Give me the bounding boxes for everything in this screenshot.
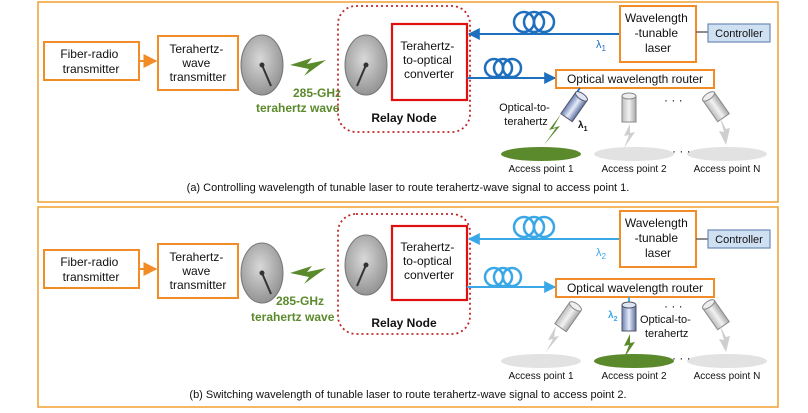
- thz-tx-line2: wave: [181, 56, 210, 70]
- ap1-device-icon: [554, 301, 582, 333]
- thz-to-optical-line3: converter: [404, 67, 454, 81]
- thz-to-optical-converter-box: [390, 224, 469, 302]
- thz-tx-line1: Terahertz-: [169, 42, 223, 56]
- fiber-coil-icon: [512, 10, 556, 34]
- fiber-radio-line2: transmitter: [63, 62, 120, 76]
- thz-wave-bolt-icon: [290, 266, 326, 284]
- router-lambda-label: λ1: [578, 120, 588, 133]
- thz-to-optical-converter-box: [390, 22, 469, 102]
- controller-box: [707, 229, 771, 249]
- laser-line3: laser: [645, 41, 671, 55]
- freq-label: 285-GHz: [276, 294, 324, 308]
- optical-router-label: Optical wavelength router: [567, 72, 703, 86]
- thz-to-optical-line2: to-optical: [403, 53, 452, 67]
- thz-wave-bolt-icon: [290, 58, 326, 76]
- panel-b: Fiber-radio transmitter Terahertz- wave …: [37, 206, 779, 408]
- tunable-laser-label: Wavelength -tunable laser: [625, 11, 691, 55]
- rx-dish-antenna-icon: [344, 234, 388, 296]
- ap-ellipsis: · · ·: [672, 144, 691, 158]
- optical-router-box: [555, 69, 715, 89]
- router-ellipsis: · · ·: [664, 299, 683, 313]
- wave-label: terahertz wave: [256, 101, 340, 115]
- fiber-coil-icon: [512, 215, 556, 239]
- fiber-coil-icon: [483, 266, 523, 288]
- router-ellipsis: · · ·: [664, 93, 683, 107]
- fiber-radio-transmitter-label: Fiber-radio transmitter: [60, 255, 121, 284]
- apN-idle-beam-icon: [719, 118, 730, 145]
- access-point-n-area: [687, 354, 767, 368]
- ap1-idle-beam-icon: [546, 326, 559, 352]
- laser-line2: -tunable: [635, 26, 679, 40]
- opt-to-thz-converter-icon: [621, 301, 637, 332]
- fiber-coil-icon: [483, 57, 523, 79]
- fiber-radio-transmitter-box: [43, 249, 140, 289]
- thz-transmitter-box: [157, 243, 239, 299]
- access-point-n-label: Access point N: [694, 371, 761, 382]
- relay-node-boundary: [337, 5, 471, 133]
- thz-transmitter-label: Terahertz- wave transmitter: [169, 42, 226, 84]
- access-point-n-label: Access point N: [694, 164, 761, 175]
- fiber-radio-transmitter-label: Fiber-radio transmitter: [60, 47, 121, 76]
- thz-transmitter-box: [157, 35, 239, 91]
- controller-box: [707, 23, 771, 43]
- relay-node-boundary: [337, 213, 471, 335]
- access-point-2-label: Access point 2: [601, 371, 666, 382]
- tx-dish-antenna-icon: [240, 34, 284, 96]
- access-point-1-label: Access point 1: [508, 371, 573, 382]
- apN-idle-beam-icon: [719, 326, 730, 352]
- laser-line1: Wavelength: [625, 11, 688, 25]
- optical-router-label: Optical wavelength router: [567, 281, 703, 295]
- ap-ellipsis: · · ·: [672, 351, 691, 365]
- access-point-2-area: [594, 354, 674, 368]
- apN-device-icon: [702, 299, 730, 331]
- thz-to-optical-label: Terahertz- to-optical converter: [400, 39, 457, 81]
- panel-b-border: [37, 206, 779, 408]
- opt-to-thz-label: Optical-to- terahertz: [499, 102, 553, 128]
- access-point-1-label: Access point 1: [508, 164, 573, 175]
- access-point-n-area: [687, 147, 767, 161]
- access-point-2-label: Access point 2: [601, 164, 666, 175]
- tx-dish-antenna-icon: [240, 242, 284, 304]
- optical-router-box: [555, 278, 715, 298]
- access-point-1-area: [501, 354, 581, 368]
- lambda-label: λ2: [596, 247, 607, 261]
- lambda-label: λ1: [596, 39, 607, 53]
- panel-a: Fiber-radio transmitter Terahertz- wave …: [37, 1, 779, 203]
- router-lambda-label: λ2: [608, 310, 618, 323]
- thz-to-optical-label: Terahertz- to-optical converter: [400, 240, 457, 282]
- opt-to-thz-converter-icon: [560, 91, 588, 123]
- ap2-device-icon: [621, 92, 637, 123]
- opt-to-thz-label: Optical-to- terahertz: [640, 314, 694, 340]
- fiber-radio-line1: Fiber-radio: [60, 47, 118, 61]
- fiber-radio-transmitter-box: [43, 41, 140, 81]
- access-point-1-area: [501, 147, 581, 161]
- ap2-idle-beam-icon: [624, 124, 635, 148]
- rx-dish-antenna-icon: [344, 34, 388, 96]
- thz-to-optical-line1: Terahertz-: [400, 39, 454, 53]
- tunable-laser-box: [619, 5, 697, 63]
- ap2-active-beam-icon: [624, 334, 635, 358]
- relay-node-label: Relay Node: [371, 316, 437, 330]
- wave-label: terahertz wave: [251, 310, 335, 324]
- thz-tx-line3: transmitter: [170, 70, 227, 84]
- relay-node-label: Relay Node: [371, 111, 437, 125]
- access-point-2-area: [594, 147, 674, 161]
- controller-label: Controller: [715, 28, 763, 40]
- thz-transmitter-label: Terahertz- wave transmitter: [169, 250, 226, 292]
- panel-b-caption: (b) Switching wavelength of tunable lase…: [189, 389, 626, 401]
- freq-label: 285-GHz: [293, 86, 341, 100]
- panel-a-border: [37, 1, 779, 203]
- tunable-laser-label: Wavelength -tunable laser: [625, 216, 691, 260]
- controller-label: Controller: [715, 234, 763, 246]
- apN-device-icon: [702, 91, 730, 123]
- panel-a-caption: (a) Controlling wavelength of tunable la…: [187, 182, 630, 194]
